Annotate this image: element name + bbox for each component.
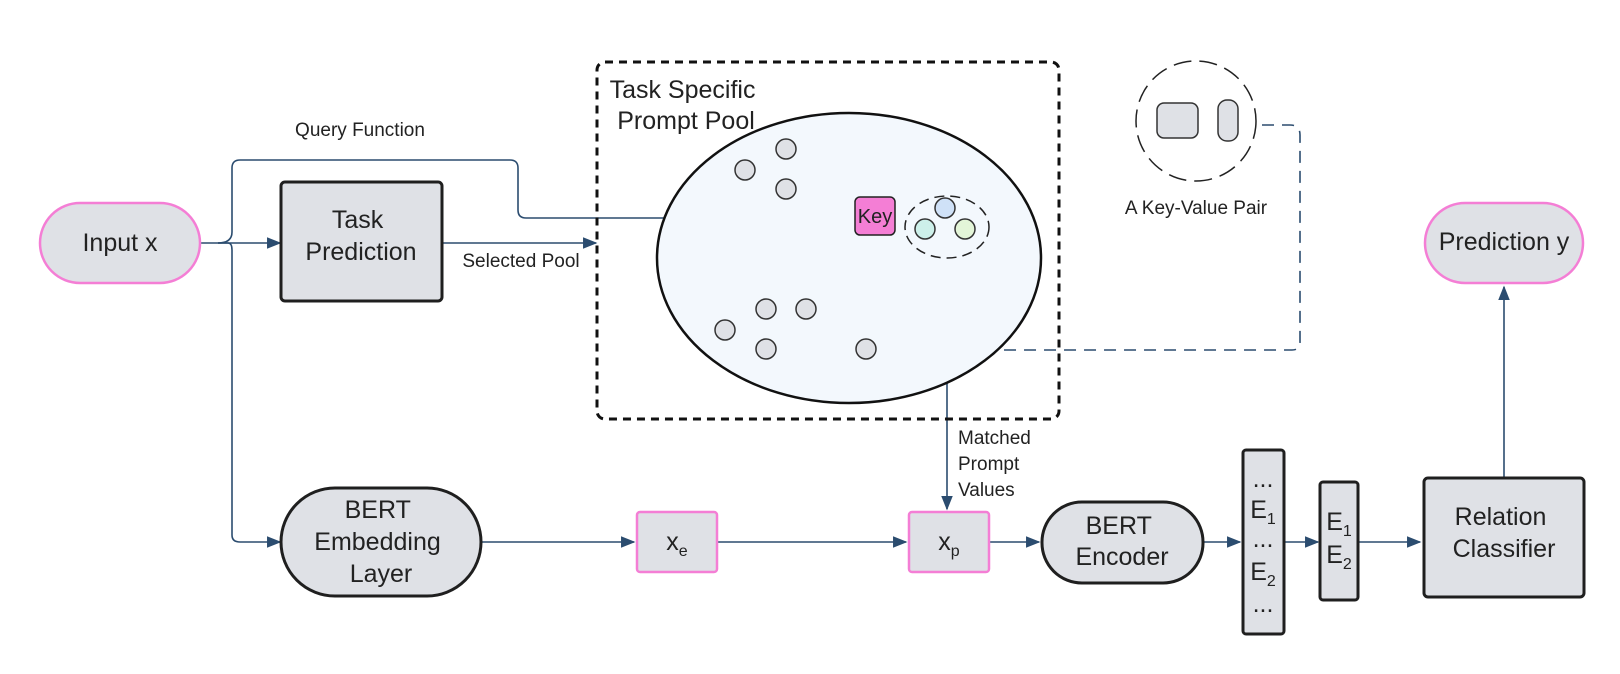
legend-key-shape xyxy=(1156,102,1199,139)
seq-item: E2 xyxy=(1250,558,1276,590)
selected-pool-label: Selected Pool xyxy=(462,251,579,272)
entity-markers-node xyxy=(1318,480,1360,602)
task-prediction-label: Task Prediction xyxy=(305,206,416,266)
prompt-item xyxy=(714,319,736,341)
xe-node xyxy=(635,510,719,574)
xp-node xyxy=(907,510,991,574)
bert-embedding-label: BERT Embedding Layer xyxy=(314,496,447,588)
prompt-item xyxy=(855,338,877,360)
value-item-blue xyxy=(934,197,956,219)
key-node xyxy=(854,196,896,236)
seq-item: ... xyxy=(1253,465,1274,493)
entity-item: E2 xyxy=(1326,541,1352,573)
bert-encoder-node xyxy=(1040,500,1205,585)
prompt-item xyxy=(755,338,777,360)
edge-key-value-pair-link xyxy=(879,124,1301,356)
value-group xyxy=(904,195,990,259)
key-label: Key xyxy=(858,206,892,228)
prompt-item xyxy=(775,178,797,200)
key-value-pair-label: A Key-Value Pair xyxy=(1125,198,1268,219)
value-item-green xyxy=(954,218,976,240)
prompt-item xyxy=(775,138,797,160)
bert-embedding-node xyxy=(279,486,483,598)
relation-classifier-label: Relation Classifier xyxy=(1453,503,1556,563)
matched-prompt-values-label: Matched Prompt Values xyxy=(958,428,1036,501)
prompt-items xyxy=(714,138,877,360)
prompt-item xyxy=(795,298,817,320)
prompt-item xyxy=(755,298,777,320)
input-node xyxy=(38,201,202,285)
value-item-teal xyxy=(914,218,936,240)
edges xyxy=(193,124,1510,548)
prompt-item xyxy=(734,159,756,181)
prediction-label: Prediction y xyxy=(1439,228,1570,256)
xe-label: xe xyxy=(666,528,688,560)
edge-input-to-bert-embedding xyxy=(218,242,282,548)
prediction-node xyxy=(1423,201,1585,285)
seq-item: ... xyxy=(1253,590,1274,618)
encoded-sequence-items: ... E1 ... E2 ... xyxy=(1250,465,1276,618)
query-function-label: Query Function xyxy=(295,120,425,141)
bert-encoder-label: BERT Encoder xyxy=(1075,512,1168,571)
input-label: Input x xyxy=(82,229,158,257)
xp-label: xp xyxy=(938,528,960,560)
prompt-pool-title: Task Specific Prompt Pool xyxy=(610,76,763,135)
edge-query-function xyxy=(217,159,853,244)
prompt-pool-ellipse xyxy=(655,111,1043,405)
seq-item: E1 xyxy=(1250,496,1276,528)
task-prediction-node xyxy=(279,180,444,303)
seq-item: ... xyxy=(1253,525,1274,553)
entity-markers-items: E1 E2 xyxy=(1326,508,1352,573)
relation-classifier-node xyxy=(1422,476,1586,599)
entity-item: E1 xyxy=(1326,508,1352,540)
legend-value-shape xyxy=(1217,99,1239,142)
encoded-sequence-node xyxy=(1241,448,1286,636)
